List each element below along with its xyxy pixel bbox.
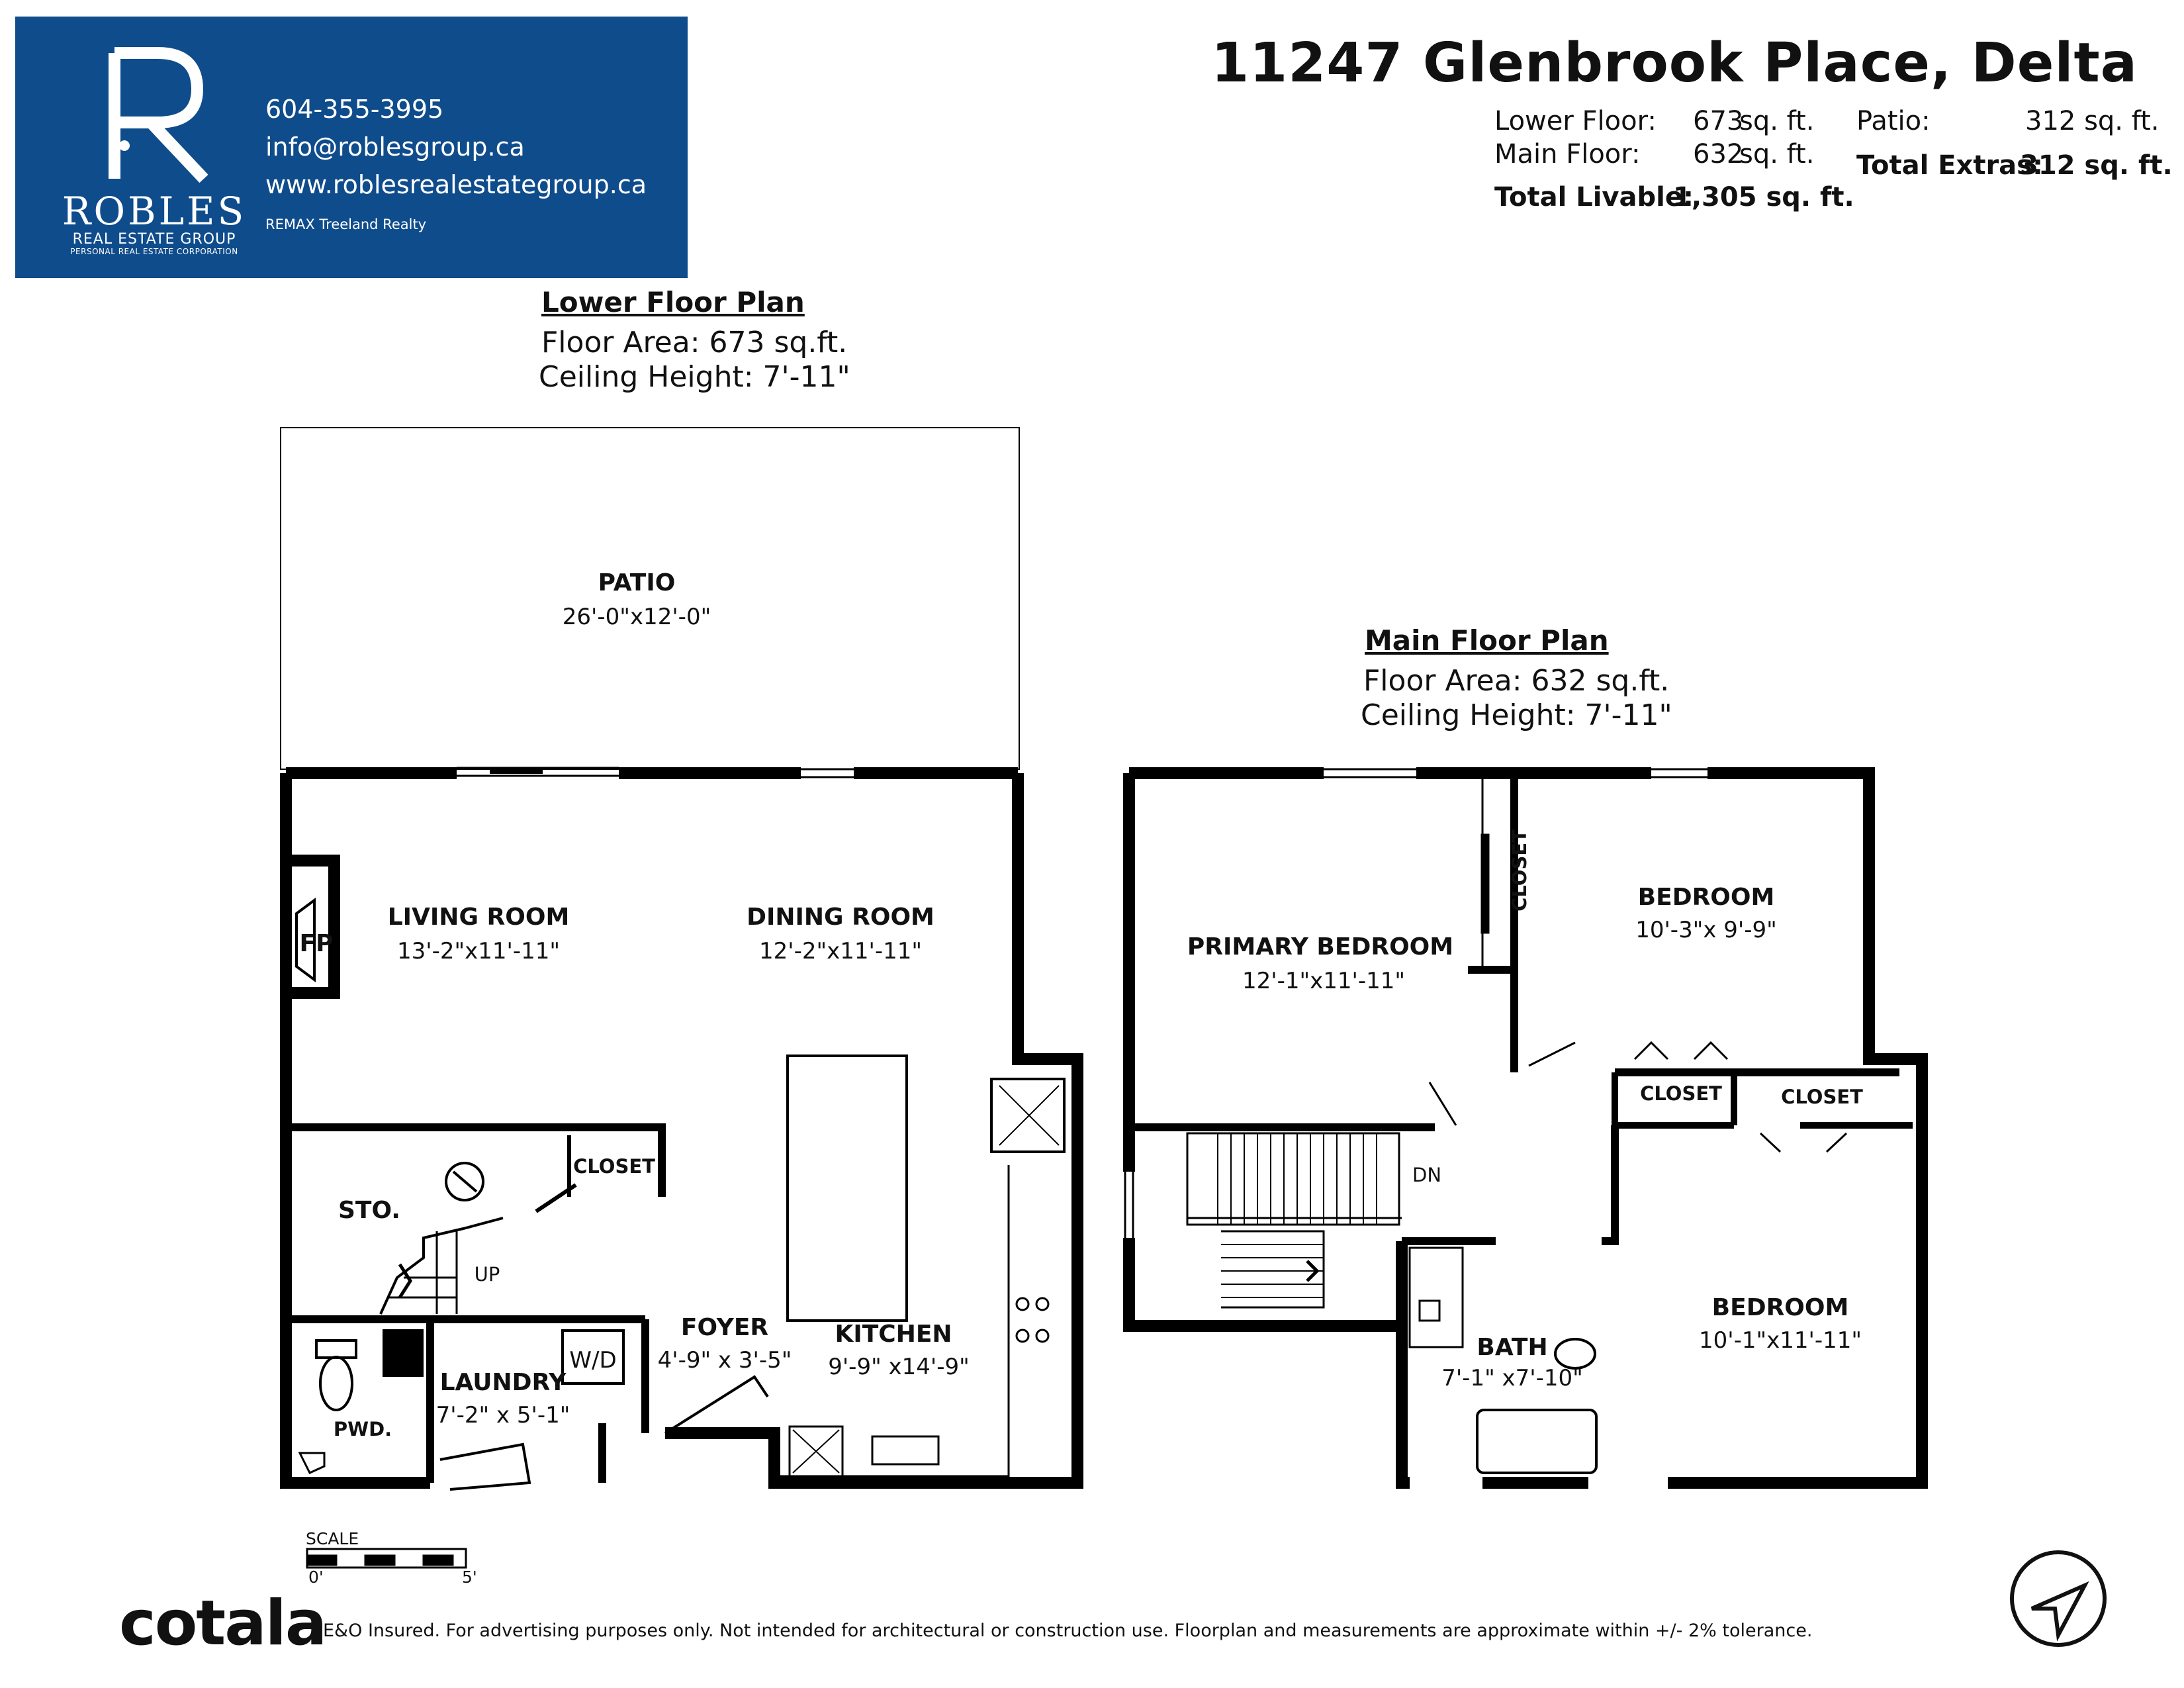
lower-floor-walls bbox=[280, 427, 1083, 1491]
disclaimer-text: E&O Insured. For advertising purposes on… bbox=[323, 1620, 1813, 1641]
washer-dryer bbox=[561, 1329, 625, 1385]
room-dims-bedroom-1: 10'-3"x 9'-9" bbox=[1635, 917, 1777, 943]
room-label-powder: PWD. bbox=[333, 1418, 392, 1440]
room-label-patio: PATIO bbox=[598, 569, 676, 596]
room-label-closet-b: CLOSET bbox=[1781, 1086, 1863, 1108]
brand-phone[interactable]: 604-355-3995 bbox=[265, 95, 444, 124]
room-dims-laundry: 7'-2" x 5'-1" bbox=[435, 1402, 570, 1429]
toilet-icon bbox=[315, 1339, 357, 1411]
room-dims-living: 13'-2"x11'-11" bbox=[396, 938, 561, 964]
lower-floor-ceiling: Ceiling Height: 7'-11" bbox=[539, 360, 850, 394]
bath-walls bbox=[1402, 1125, 1619, 1245]
lower-floor-area: Floor Area: 673 sq.ft. bbox=[541, 326, 848, 359]
main-floor-area: Floor Area: 632 sq.ft. bbox=[1363, 664, 1670, 698]
room-label-storage: STO. bbox=[338, 1197, 400, 1224]
pwd-fixture-block bbox=[383, 1329, 424, 1377]
lower-outer-wall bbox=[280, 773, 1083, 1489]
scale-bar bbox=[306, 1548, 467, 1569]
room-label-primary-bedroom: PRIMARY BEDROOM bbox=[1187, 933, 1454, 961]
kitchen-sink bbox=[871, 1435, 940, 1466]
property-address: 11247 Glenbrook Place, Delta bbox=[1211, 32, 2138, 95]
room-label-closet-a: CLOSET bbox=[1640, 1082, 1722, 1105]
main-west-wall bbox=[1123, 773, 1402, 1332]
patio-outline bbox=[280, 427, 1020, 770]
scale-start: 0' bbox=[308, 1568, 324, 1587]
room-dims-primary-bedroom: 12'-1"x11'-11" bbox=[1242, 968, 1406, 994]
compass-north-icon bbox=[2010, 1550, 2107, 1647]
room-label-bath: BATH bbox=[1477, 1334, 1548, 1361]
lower-floor-unit: sq. ft. bbox=[1739, 106, 1815, 136]
room-label-laundry: LAUNDRY bbox=[439, 1369, 567, 1396]
room-label-bedroom-2: BEDROOM bbox=[1711, 1294, 1849, 1321]
room-label-fp: FP bbox=[299, 930, 334, 957]
patio-value: 312 sq. ft. bbox=[2025, 106, 2160, 136]
bath-vanity bbox=[1408, 1246, 1464, 1348]
brand-email[interactable]: info@roblesgroup.ca bbox=[265, 132, 525, 162]
total-livable-value: 1,305 sq. ft. bbox=[1673, 182, 1854, 212]
room-label-closet-lower: CLOSET bbox=[573, 1155, 655, 1178]
room-dims-bath: 7'-1" x7'-10" bbox=[1441, 1365, 1583, 1391]
total-extras-label: Total Extras: bbox=[1856, 150, 2043, 181]
fireplace bbox=[286, 855, 340, 999]
washer-dryer-label: W/D bbox=[569, 1347, 617, 1374]
brand-website[interactable]: www.roblesrealestategroup.ca bbox=[265, 170, 647, 199]
main-outer-wall bbox=[1129, 767, 1928, 1489]
stove-burner-icon bbox=[1015, 1297, 1050, 1343]
bedroom1-south-wall bbox=[1510, 970, 1899, 1076]
bathtub-icon bbox=[1476, 1409, 1598, 1474]
brand-subtitle-2: PERSONAL REAL ESTATE CORPORATION bbox=[70, 247, 238, 256]
kitchen-island bbox=[786, 1055, 908, 1322]
total-extras-value: 312 sq. ft. bbox=[2020, 150, 2173, 181]
fridge bbox=[990, 1078, 1066, 1153]
main-floor-value: 632 bbox=[1693, 139, 1744, 169]
room-label-living: LIVING ROOM bbox=[387, 904, 570, 931]
brand-banner: ROBLES REAL ESTATE GROUP PERSONAL REAL E… bbox=[15, 17, 688, 278]
room-dims-patio: 26'-0"x12'-0" bbox=[562, 604, 711, 630]
stair-up-label: UP bbox=[474, 1263, 500, 1286]
room-label-primary-closet: CLOSET bbox=[1508, 829, 1531, 912]
robles-logo-icon bbox=[109, 47, 208, 183]
main-floor-ceiling: Ceiling Height: 7'-11" bbox=[1361, 698, 1672, 732]
laundry-walls bbox=[286, 1315, 649, 1483]
lower-floor-value: 673 bbox=[1693, 106, 1744, 136]
total-livable-label: Total Livable: bbox=[1494, 182, 1694, 212]
brand-name: ROBLES bbox=[62, 189, 247, 234]
room-dims-kitchen: 9'-9" x14'-9" bbox=[828, 1354, 970, 1380]
room-dims-bedroom-2: 10'-1"x11'-11" bbox=[1698, 1327, 1862, 1354]
patio-label: Patio: bbox=[1856, 106, 1931, 136]
scale-end: 5' bbox=[462, 1568, 477, 1587]
storage-fixture bbox=[445, 1162, 484, 1201]
main-stair bbox=[1186, 1132, 1400, 1226]
lower-floor-title: Lower Floor Plan bbox=[541, 286, 805, 318]
room-label-dining: DINING ROOM bbox=[747, 904, 934, 931]
main-floor-walls bbox=[1123, 767, 1928, 1489]
main-floor-title: Main Floor Plan bbox=[1365, 624, 1609, 657]
scale-label: SCALE bbox=[306, 1529, 359, 1548]
main-floor-label: Main Floor: bbox=[1494, 139, 1641, 169]
room-label-kitchen: KITCHEN bbox=[835, 1321, 952, 1348]
room-label-bedroom-1: BEDROOM bbox=[1637, 884, 1775, 911]
kitchen-counter bbox=[774, 1165, 1010, 1477]
room-label-foyer: FOYER bbox=[680, 1314, 769, 1341]
living-south-wall bbox=[286, 1123, 666, 1197]
brand-subtitle: REAL ESTATE GROUP bbox=[72, 231, 236, 248]
cotala-logo: cotala bbox=[119, 1587, 327, 1660]
main-floor-unit: sq. ft. bbox=[1739, 139, 1815, 169]
primary-closet-wall bbox=[1468, 773, 1518, 974]
lower-stair bbox=[387, 1231, 458, 1314]
room-dims-foyer: 4'-9" x 3'-5" bbox=[657, 1347, 792, 1374]
sliding-door bbox=[457, 767, 619, 777]
dishwasher bbox=[788, 1425, 844, 1477]
brand-brokerage: REMAX Treeland Realty bbox=[265, 216, 427, 232]
stair-down-label: DN bbox=[1412, 1164, 1442, 1186]
room-dims-dining: 12'-2"x11'-11" bbox=[758, 938, 923, 964]
lower-floor-label: Lower Floor: bbox=[1494, 106, 1657, 136]
